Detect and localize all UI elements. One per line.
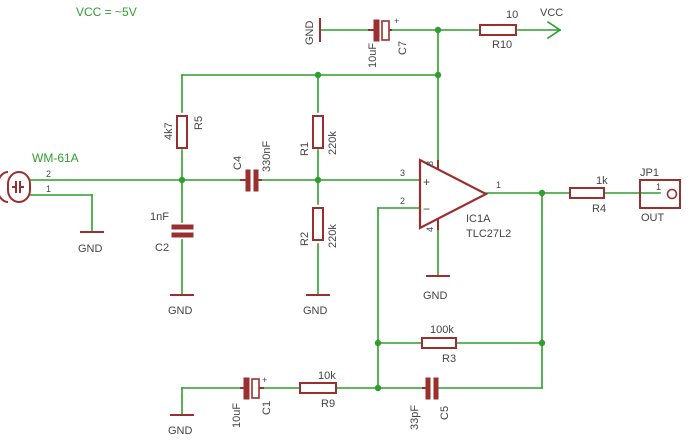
opamp-part: TLC27L2: [466, 228, 511, 240]
jp1-out-label: OUT: [641, 212, 665, 224]
c4-name: C4: [232, 156, 244, 170]
vcc-label: VCC: [540, 7, 563, 19]
opamp-pin4: 4: [425, 227, 435, 232]
r2-value: 220k: [327, 224, 339, 248]
opamp-pin8: 8: [425, 161, 435, 166]
r5-name: R5: [193, 116, 205, 130]
c2-value: 1nF: [150, 211, 169, 223]
c1-polarity: +: [262, 375, 267, 385]
opamp-pin2: 2: [400, 196, 405, 206]
resistor-r9: 10k R9: [299, 370, 337, 410]
vcc-note: VCC = ~5V: [76, 5, 137, 19]
capacitor-c7: + 10uF C7: [367, 16, 409, 68]
capacitor-c4: C4 330nF: [232, 141, 273, 192]
opamp-minus-sign: −: [423, 202, 430, 216]
vcc-symbol: VCC: [540, 7, 563, 40]
gnd-symbol-r2: GND: [303, 294, 330, 317]
capacitor-c1: + 10uF C1: [231, 375, 273, 428]
r10-value: 10: [506, 9, 518, 21]
gnd-label-top: GND: [304, 21, 316, 46]
r4-name: R4: [592, 203, 606, 215]
r5-value: 4k7: [163, 122, 175, 140]
opamp-name: IC1A: [466, 213, 491, 225]
mic-name: WM-61A: [32, 151, 79, 165]
r1-name: R1: [299, 142, 311, 156]
microphone-wm61a: WM-61A 2 1: [0, 151, 79, 203]
opamp-ic1a: + − 3 2 1 8 4 IC1A TLC27L2: [400, 158, 511, 240]
c7-value: 10uF: [367, 43, 379, 68]
jp1-name: JP1: [640, 167, 659, 179]
gnd-label-mic: GND: [78, 243, 103, 255]
r4-value: 1k: [596, 175, 608, 187]
resistor-r1: R1 220k: [299, 115, 339, 156]
wires: [29, 29, 661, 416]
gnd-symbol-top: GND: [304, 18, 321, 46]
gnd-label-c1: GND: [168, 425, 193, 437]
r3-value: 100k: [430, 324, 454, 336]
resistor-r10: 10 R10: [479, 9, 518, 51]
gnd-label-opamp: GND: [423, 290, 448, 302]
mic-pin1: 1: [46, 184, 51, 194]
resistor-r5: 4k7 R5: [163, 115, 205, 149]
r9-name: R9: [321, 398, 335, 410]
r9-value: 10k: [318, 370, 336, 382]
gnd-symbol-mic: GND: [78, 231, 104, 255]
gnd-symbol-c1: GND: [168, 414, 194, 437]
c4-value: 330nF: [261, 141, 273, 172]
c7-name: C7: [397, 41, 409, 55]
junctions: [178, 26, 546, 392]
connector-jp1: 1 JP1 OUT: [639, 167, 681, 224]
c5-value: 33pF: [409, 405, 421, 430]
c2-name: C2: [155, 242, 169, 254]
c7-polarity: +: [394, 16, 399, 26]
gnd-symbol-opamp: GND: [423, 275, 450, 302]
jp1-pin: 1: [656, 182, 661, 192]
resistor-r4: 1k R4: [569, 175, 608, 215]
r3-name: R3: [442, 353, 456, 365]
c5-name: C5: [439, 406, 451, 420]
opamp-pin3: 3: [400, 168, 405, 178]
r2-name: R2: [299, 232, 311, 246]
r1-value: 220k: [327, 131, 339, 155]
resistor-r3: 100k R3: [421, 324, 457, 365]
capacitor-c5: 33pF C5: [409, 377, 451, 430]
gnd-symbol-c2: GND: [168, 294, 194, 317]
r10-name: R10: [492, 39, 512, 51]
resistor-r2: R2 220k: [299, 207, 339, 248]
opamp-pin1: 1: [496, 180, 501, 190]
gnd-label-r2: GND: [303, 305, 328, 317]
c1-name: C1: [261, 401, 273, 415]
capacitor-c2: 1nF C2: [150, 211, 194, 254]
gnd-label-c2: GND: [168, 305, 193, 317]
mic-pin2: 2: [46, 169, 51, 179]
opamp-plus-sign: +: [423, 175, 430, 189]
c1-value: 10uF: [231, 403, 243, 428]
